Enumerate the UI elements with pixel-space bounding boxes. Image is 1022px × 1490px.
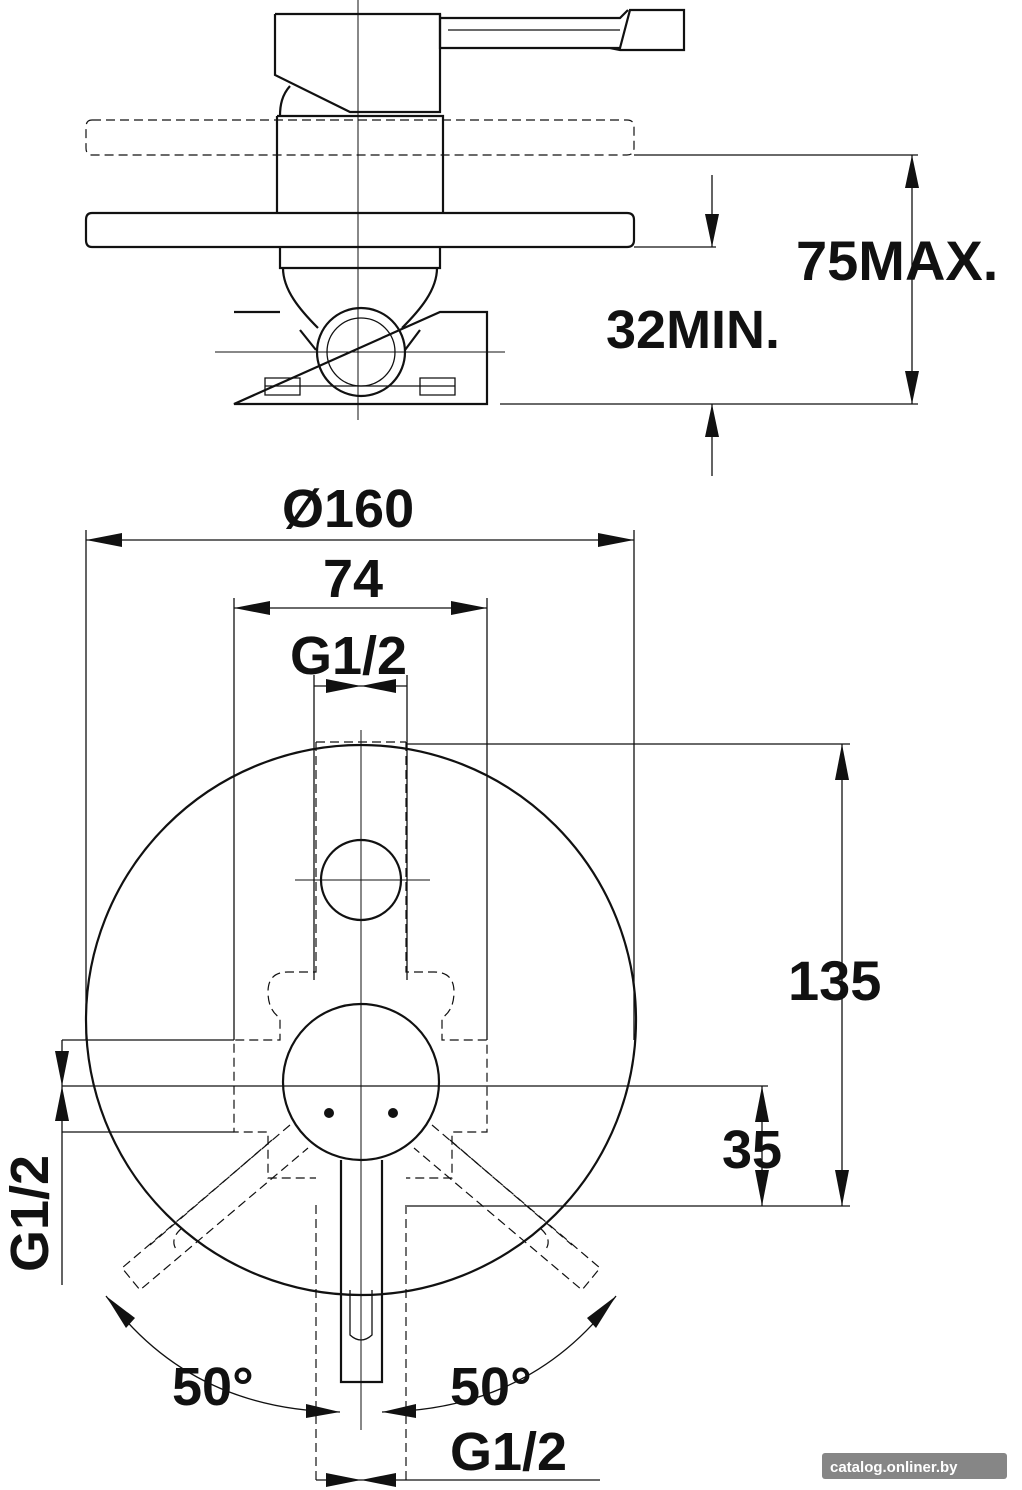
- bottom-outlet-thread-label: G1/2: [450, 1422, 567, 1482]
- inlet-offset-label: 35: [722, 1120, 782, 1180]
- watermark-text: catalog.onliner.by: [830, 1459, 958, 1476]
- watermark: catalog.onliner.by: [822, 1453, 1007, 1479]
- side-view: [84, 0, 919, 476]
- side-inlet-thread-label: G1/2: [0, 1155, 60, 1272]
- max-depth-label: 75MAX.: [796, 229, 998, 292]
- plate-diameter-label: Ø160: [282, 479, 414, 539]
- front-view: [55, 530, 850, 1487]
- top-outlet-thread-label: G1/2: [290, 626, 407, 686]
- body-width-label: 74: [323, 549, 383, 609]
- outlet-spacing-label: 135: [788, 949, 881, 1012]
- right-angle-label: 50°: [450, 1357, 532, 1417]
- left-angle-label: 50°: [172, 1357, 254, 1417]
- min-depth-label: 32MIN.: [606, 300, 780, 360]
